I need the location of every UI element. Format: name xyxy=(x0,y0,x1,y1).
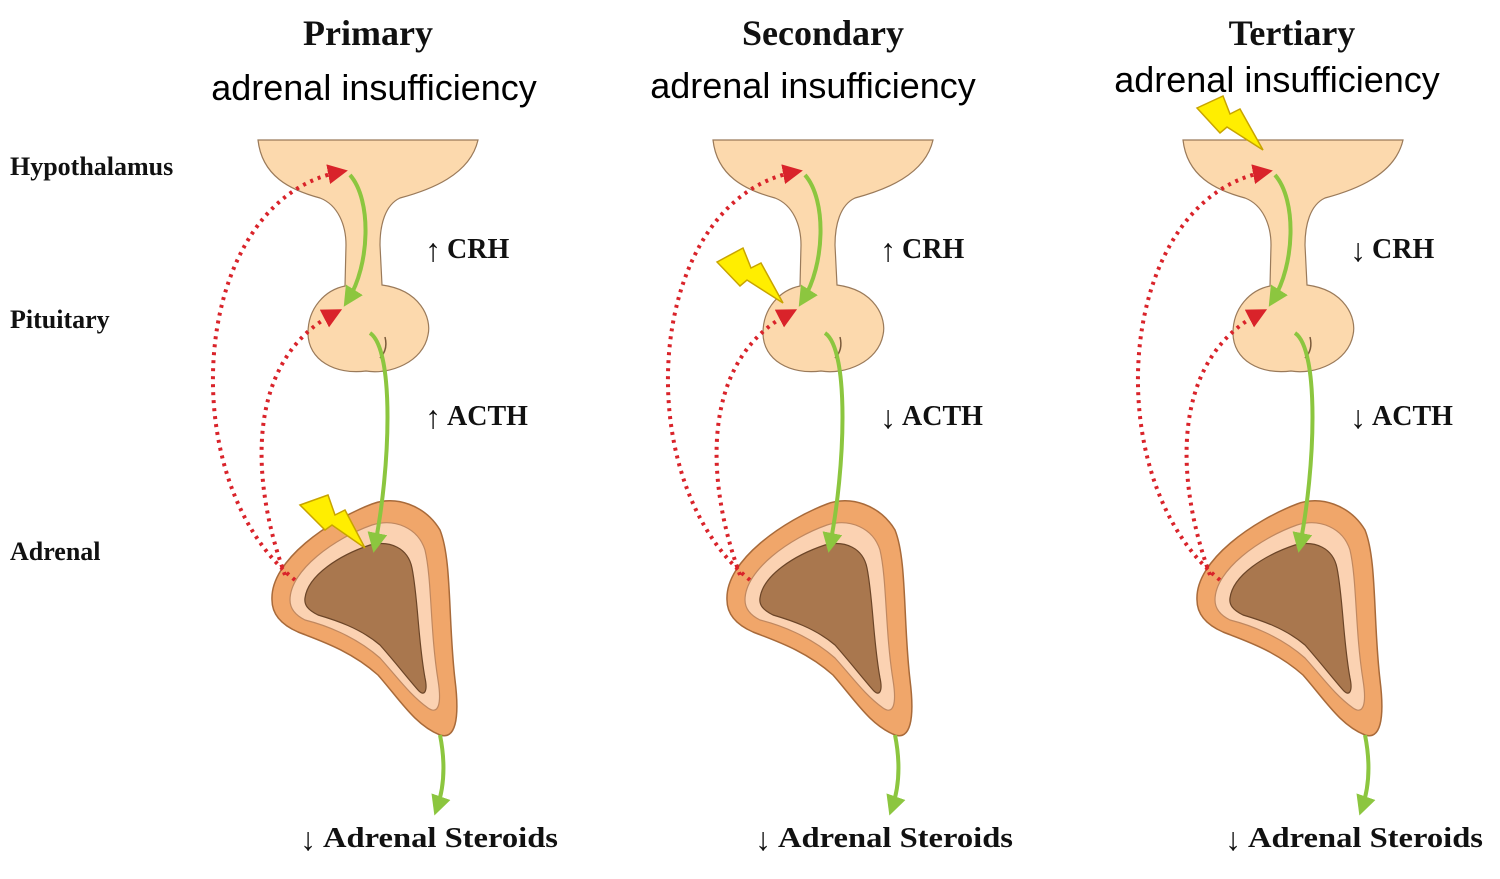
acth-stimulation-arrow xyxy=(822,331,845,553)
crh-label: CRH xyxy=(902,234,964,265)
panel-title: Primary xyxy=(303,13,433,53)
acth-label: ACTH xyxy=(1372,401,1453,432)
crh-label: CRH xyxy=(447,234,509,265)
crh-change-arrow: ↑ xyxy=(425,232,441,268)
acth-label: ACTH xyxy=(902,401,983,432)
steroids-label: Adrenal Steroids xyxy=(778,823,1013,854)
steroids-change-arrow: ↓ xyxy=(755,821,771,857)
steroid-output-arrow xyxy=(886,734,906,816)
panel-title: Secondary xyxy=(742,13,904,53)
panel-subtitle: adrenal insufficiency xyxy=(650,65,976,106)
lightning-bolt-icon xyxy=(1195,94,1264,151)
acth-change-arrow: ↓ xyxy=(1350,399,1366,435)
lightning-bolt-icon xyxy=(715,246,784,304)
acth-stimulation-arrow xyxy=(1292,331,1315,553)
panel-subtitle: adrenal insufficiency xyxy=(211,67,537,108)
crh-stimulation-arrow xyxy=(343,173,368,307)
crh-label: CRH xyxy=(1372,234,1434,265)
steroids-label: Adrenal Steroids xyxy=(1248,823,1483,854)
row-label-adrenal: Adrenal xyxy=(10,537,101,566)
acth-label: ACTH xyxy=(447,401,528,432)
feedback-to-hypothalamus-arrow xyxy=(1135,164,1273,582)
crh-change-arrow: ↑ xyxy=(880,232,896,268)
feedback-to-hypothalamus-arrow xyxy=(665,164,803,582)
panel-secondary: Secondary adrenal insufficiency ↑ CRH ↓ … xyxy=(650,13,1013,857)
row-label-hypothalamus: Hypothalamus xyxy=(10,152,173,181)
adrenal-gland xyxy=(1196,500,1383,737)
steroids-change-arrow: ↓ xyxy=(300,821,316,857)
steroid-output-arrow xyxy=(431,734,451,816)
panel-title: Tertiary xyxy=(1229,13,1356,53)
acth-stimulation-arrow xyxy=(367,331,390,553)
lightning-bolt-icon xyxy=(298,494,366,549)
crh-change-arrow: ↓ xyxy=(1350,232,1366,268)
steroids-change-arrow: ↓ xyxy=(1225,821,1241,857)
hypothalamus-pituitary-gland xyxy=(257,139,479,373)
crh-stimulation-arrow xyxy=(798,173,823,307)
panel-primary: Primary adrenal insufficiency ↑ CRH ↑ AC… xyxy=(210,13,558,857)
feedback-to-hypothalamus-arrow xyxy=(210,164,348,582)
acth-change-arrow: ↑ xyxy=(425,399,441,435)
panel-subtitle: adrenal insufficiency xyxy=(1114,59,1440,100)
hypothalamus-pituitary-gland xyxy=(1182,139,1404,373)
adrenal-gland xyxy=(726,500,913,737)
panel-tertiary: Tertiary adrenal insufficiency ↓ CRH ↓ A… xyxy=(1114,13,1483,857)
adrenal-gland xyxy=(271,500,458,737)
steroid-output-arrow xyxy=(1356,734,1376,816)
hypothalamus-pituitary-gland xyxy=(712,139,934,373)
row-label-pituitary: Pituitary xyxy=(10,305,110,334)
acth-change-arrow: ↓ xyxy=(880,399,896,435)
crh-stimulation-arrow xyxy=(1268,173,1293,307)
steroids-label: Adrenal Steroids xyxy=(323,823,558,854)
